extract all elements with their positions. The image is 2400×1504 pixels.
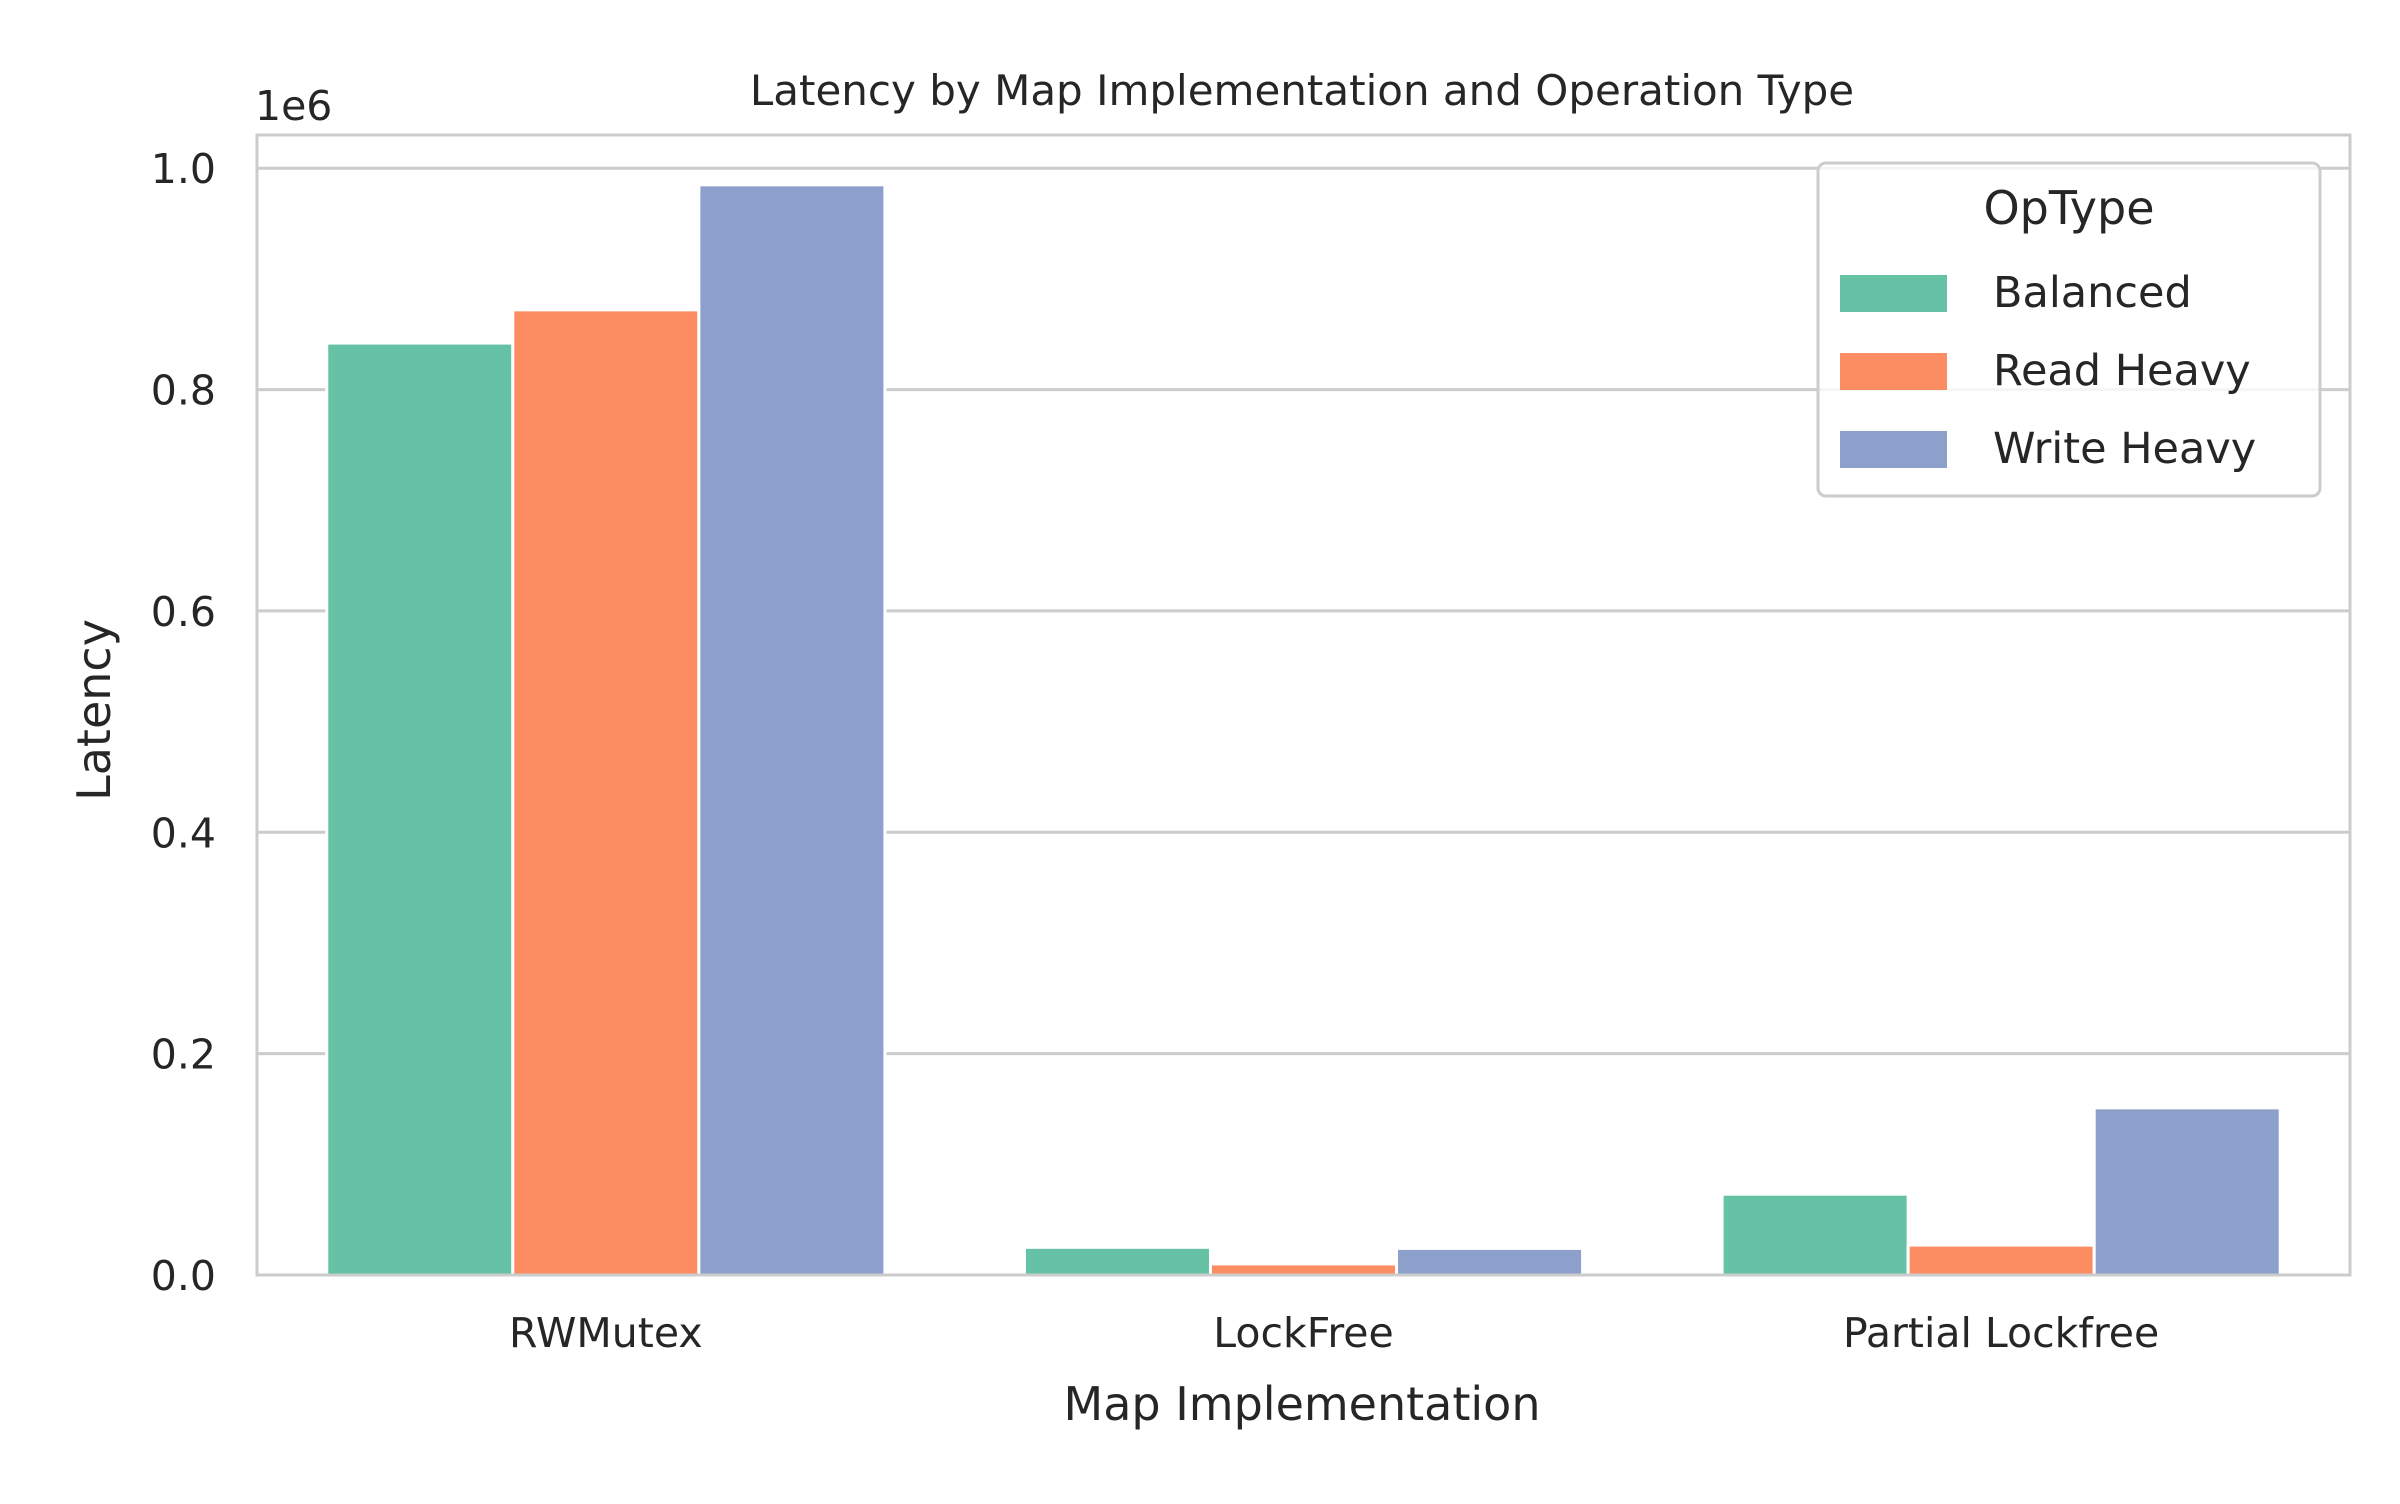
legend-label: Balanced [1993, 268, 2192, 318]
x-axis-ticks: RWMutex LockFree Partial Lockfree [509, 1309, 2159, 1357]
bar-1-0 [1022, 1245, 1212, 1277]
bars [325, 183, 2282, 1277]
bar-0-0 [325, 341, 515, 1277]
x-tick-label: Partial Lockfree [1843, 1309, 2159, 1357]
y-tick-label: 0.8 [151, 367, 216, 415]
chart-title: Latency by Map Implementation and Operat… [750, 66, 1854, 115]
legend-swatch [1840, 353, 1947, 390]
y-tick-label: 0.6 [151, 588, 216, 636]
x-tick-label: RWMutex [509, 1309, 703, 1357]
x-axis-label: Map Implementation [1064, 1377, 1541, 1431]
bar-2-2 [2092, 1106, 2282, 1277]
bar-0-1 [511, 308, 701, 1277]
x-tick-label: LockFree [1213, 1309, 1394, 1357]
y-axis-scale-label: 1e6 [255, 82, 332, 130]
legend-box [1816, 161, 2322, 498]
legend-swatch [1840, 275, 1947, 312]
bar-1-1 [1208, 1262, 1399, 1277]
bar-0-2 [697, 183, 887, 1277]
legend-title: OpType [1983, 181, 2154, 235]
y-tick-label: 1.0 [151, 145, 216, 193]
legend-label: Write Heavy [1993, 424, 2256, 474]
legend-label: Read Heavy [1993, 346, 2251, 396]
legend-swatch [1840, 431, 1947, 468]
plot-frame [255, 133, 2352, 1277]
bar-2-0 [1720, 1192, 1910, 1277]
y-tick-label: 0.2 [151, 1031, 216, 1079]
bar-1-2 [1395, 1246, 1585, 1277]
y-axis-label: Latency [67, 619, 121, 801]
y-axis-ticks: 0.0 0.2 0.4 0.6 0.8 1.0 [151, 145, 216, 1300]
y-tick-label: 0.0 [151, 1252, 216, 1300]
y-tick-label: 0.4 [151, 809, 216, 857]
bar-2-1 [1906, 1243, 2096, 1277]
